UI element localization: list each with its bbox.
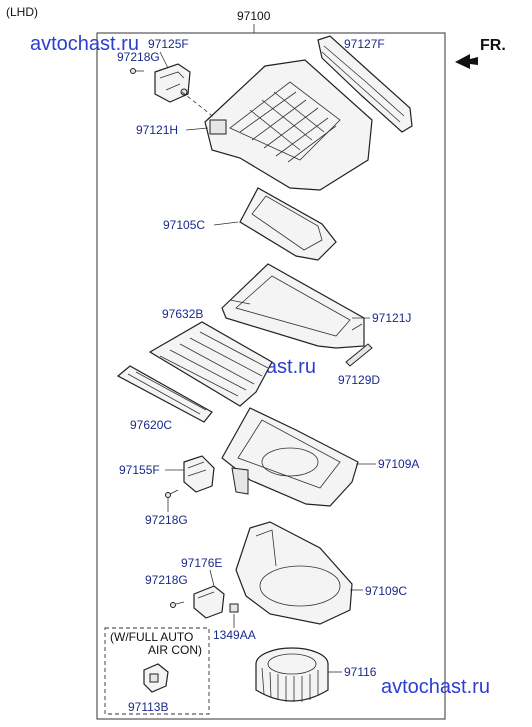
part-label-97125F: 97125F <box>148 37 189 51</box>
front-direction-indicator: FR. <box>455 37 506 69</box>
resistor-97176E-drawing <box>193 585 225 619</box>
part-label-97109C: 97109C <box>365 584 407 598</box>
seal-97127F-drawing <box>317 35 413 133</box>
part-label-97109A: 97109A <box>378 457 419 471</box>
part-label-97129D: 97129D <box>338 373 380 387</box>
sensor-97113B-drawing <box>143 663 169 693</box>
part-label-97121J: 97121J <box>372 311 411 325</box>
clip-1349AA-drawing <box>229 603 239 613</box>
screw-97218G-mid-drawing <box>165 489 179 498</box>
part-label-97121H: 97121H <box>136 123 178 137</box>
filter-frame-97121J-drawing <box>221 263 365 349</box>
intake-case-97109A-drawing <box>221 407 359 507</box>
front-direction-label: FR. <box>480 37 506 54</box>
part-label-97113B: 97113B <box>128 700 168 714</box>
assembly-number-label: 97100 <box>237 9 271 23</box>
screw-97218G-low-drawing <box>170 601 185 608</box>
option-box-line1: (W/FULL AUTO <box>110 630 193 644</box>
part-label-1349AA: 1349AA <box>213 628 256 642</box>
assembly-frame <box>96 32 446 720</box>
front-arrow-icon <box>455 54 478 69</box>
upper-case-97121H-drawing <box>204 59 373 191</box>
part-label-97218G-top: 97218G <box>117 50 160 64</box>
option-box-line2: AIR CON) <box>148 643 202 657</box>
part-label-97155F: 97155F <box>119 463 160 477</box>
part-label-97620C: 97620C <box>130 418 172 432</box>
blower-motor-97116-drawing <box>255 647 329 702</box>
screw-97218G-top-drawing <box>130 68 144 74</box>
option-box <box>104 627 210 715</box>
cover-97105C-drawing <box>239 187 337 261</box>
part-label-97105C: 97105C <box>163 218 205 232</box>
part-label-97127F: 97127F <box>344 37 385 51</box>
part-label-97116: 97116 <box>344 665 377 679</box>
part-label-97632B: 97632B <box>162 307 203 321</box>
actuator-97125F-drawing <box>154 63 191 103</box>
filter-cover-97620C-drawing <box>116 365 213 423</box>
variant-label: (LHD) <box>6 5 38 19</box>
watermark-bottom: avtochast.ru <box>381 676 490 698</box>
part-label-97218G-low: 97218G <box>145 573 188 587</box>
clip-97129D-drawing <box>345 343 373 367</box>
filter-97632B-drawing <box>148 321 273 407</box>
blower-case-97109C-drawing <box>235 521 353 625</box>
actuator-97155F-drawing <box>183 455 215 493</box>
watermark-top: avtochast.ru <box>30 33 139 55</box>
part-label-97176E: 97176E <box>181 556 222 570</box>
part-label-97218G-mid: 97218G <box>145 513 188 527</box>
